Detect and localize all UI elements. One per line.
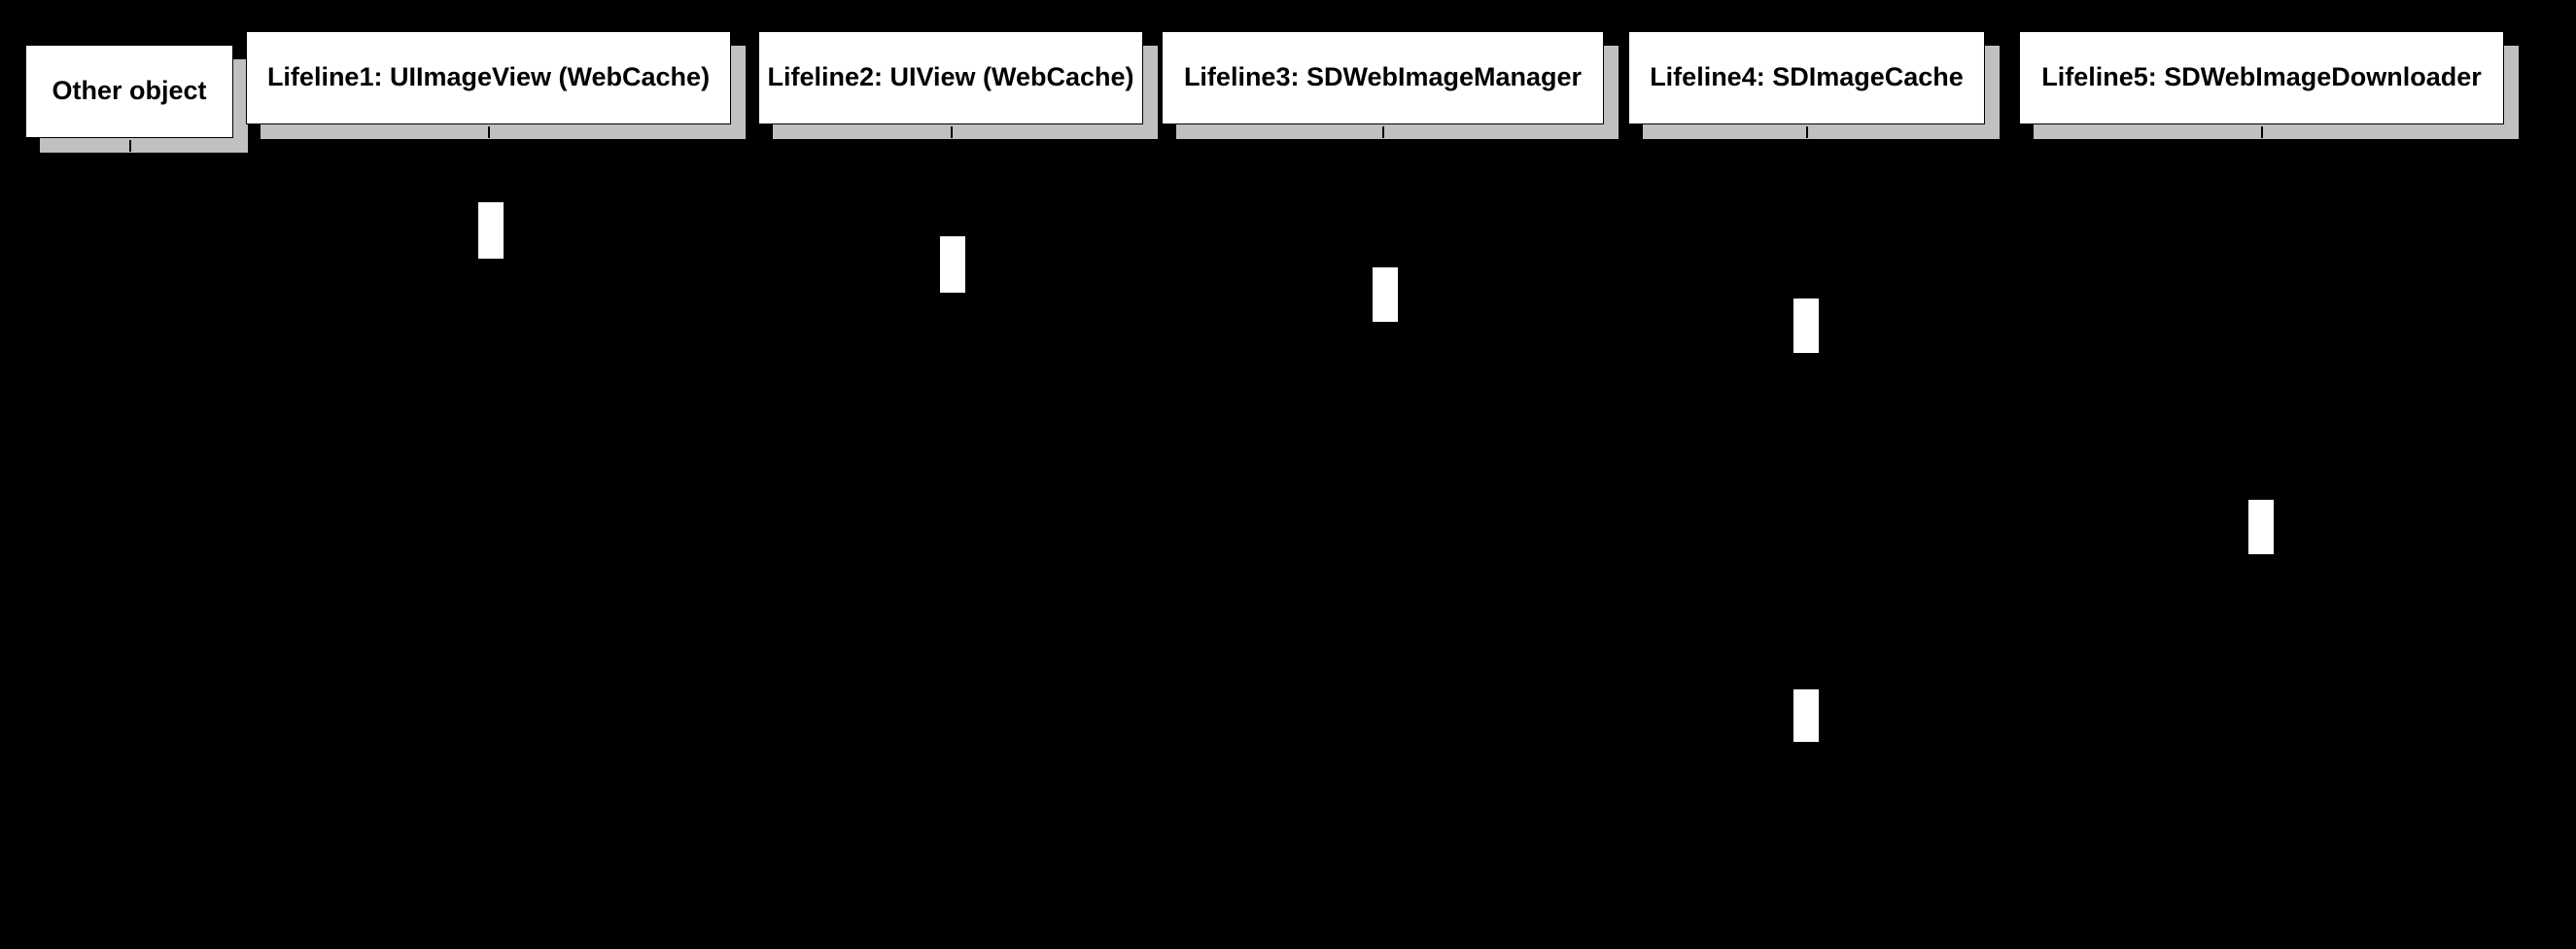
lifeline-line-lifeline2: [951, 124, 952, 949]
lifeline-tick-lifeline2: [951, 126, 953, 138]
lifeline-head-lifeline1[interactable]: Lifeline1: UIImageView (WebCache): [246, 31, 731, 124]
lifeline-line-lifeline4: [1806, 124, 1807, 949]
lifeline-head-label: Lifeline3: SDWebImageManager: [1183, 62, 1583, 92]
lifeline-head-label: Lifeline4: SDImageCache: [1650, 62, 1964, 92]
lifeline-tick-lifeline4: [1806, 126, 1808, 138]
lifeline-line-lifeline3: [1382, 124, 1383, 949]
activation-bar[interactable]: [940, 236, 965, 293]
lifeline-tick-other: [129, 140, 131, 152]
lifeline-head-other[interactable]: Other object: [25, 45, 233, 138]
lifeline-tick-lifeline3: [1382, 126, 1384, 138]
lifeline-head-lifeline5[interactable]: Lifeline5: SDWebImageDownloader: [2019, 31, 2504, 124]
activation-bar[interactable]: [1793, 689, 1819, 742]
activation-bar[interactable]: [1793, 299, 1819, 353]
lifeline-line-other: [129, 138, 130, 949]
lifeline-head-lifeline2[interactable]: Lifeline2: UIView (WebCache): [758, 31, 1143, 124]
lifeline-head-label: Lifeline5: SDWebImageDownloader: [2041, 62, 2482, 92]
lifeline-head-lifeline3[interactable]: Lifeline3: SDWebImageManager: [1162, 31, 1604, 124]
activation-bar[interactable]: [1373, 267, 1398, 322]
lifeline-tick-lifeline5: [2261, 126, 2263, 138]
lifeline-head-label: Other object: [52, 76, 207, 106]
activation-bar[interactable]: [2248, 500, 2274, 554]
lifeline-head-label: Lifeline2: UIView (WebCache): [767, 62, 1134, 92]
lifeline-tick-lifeline1: [488, 126, 490, 138]
lifeline-head-label: Lifeline1: UIImageView (WebCache): [266, 62, 711, 92]
lifeline-head-lifeline4[interactable]: Lifeline4: SDImageCache: [1628, 31, 1985, 124]
activation-bar[interactable]: [478, 202, 504, 259]
lifeline-line-lifeline1: [488, 124, 489, 949]
